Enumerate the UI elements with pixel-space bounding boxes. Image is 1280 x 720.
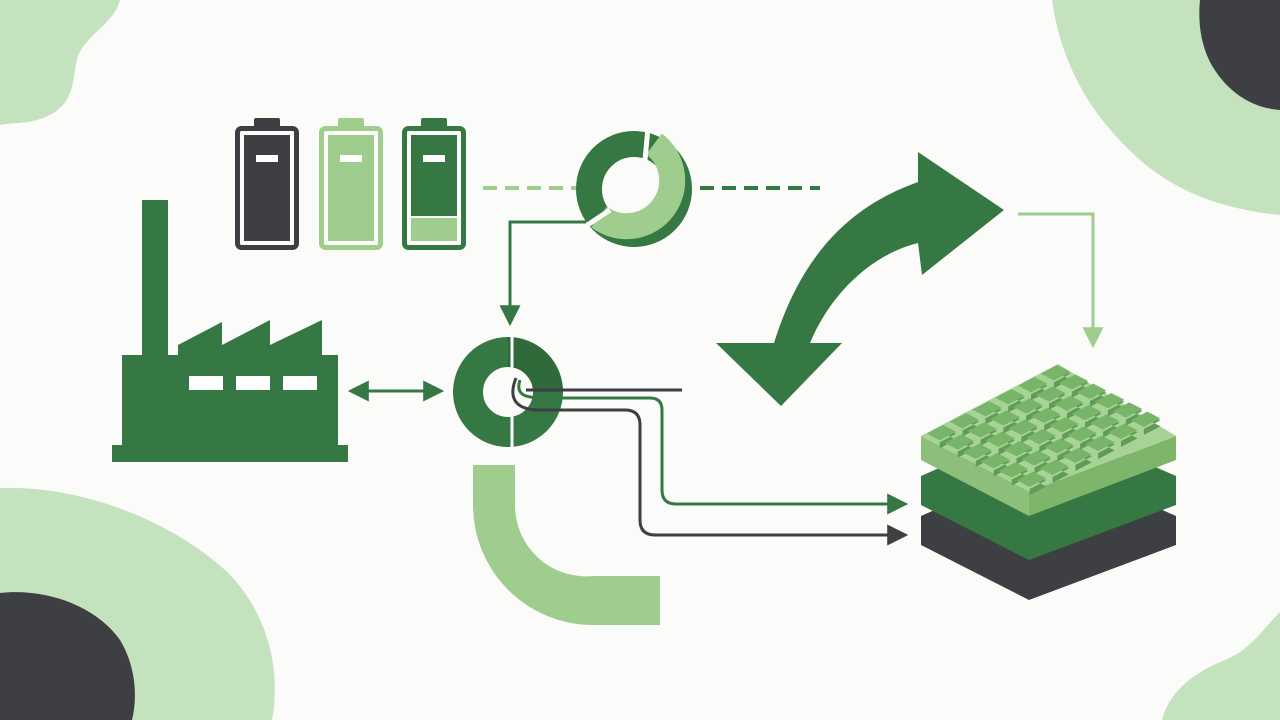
battery-low-icon — [402, 118, 466, 250]
connector-to-stack — [1018, 212, 1104, 349]
grid-cell — [1112, 402, 1143, 418]
hub-output-lines — [511, 377, 909, 546]
grid-cell — [985, 431, 1015, 448]
grid-cell — [972, 400, 1002, 417]
grid-cell — [1018, 376, 1048, 393]
grid-cell — [1076, 383, 1107, 400]
grid-cell — [1094, 392, 1125, 409]
grid-cell — [1054, 395, 1084, 412]
battery-full-icon — [319, 118, 383, 250]
grid-cell — [1062, 447, 1092, 464]
grid-cell — [995, 388, 1025, 405]
grid-cell — [1049, 416, 1079, 433]
layered-grid-stack-icon — [921, 364, 1176, 600]
grid-cell — [1039, 459, 1069, 476]
decorative-blob-bottom-left — [0, 487, 275, 720]
grid-cell — [1130, 411, 1161, 428]
grid-cell — [1044, 438, 1074, 454]
hub-ring-icon — [453, 337, 563, 447]
grid-cell — [1067, 426, 1097, 442]
grid-cell — [998, 462, 1029, 478]
grid-cell — [1040, 364, 1071, 381]
grid-cell — [962, 443, 993, 460]
grid-cell — [1108, 423, 1138, 440]
return-arc — [473, 465, 660, 625]
grid-cell — [1090, 414, 1120, 430]
grid-cell — [1021, 450, 1051, 466]
grid-cell — [1026, 428, 1056, 445]
grid-cell — [990, 410, 1020, 426]
grid-cell — [1031, 407, 1061, 424]
grid-cell — [1003, 440, 1033, 457]
decorative-blob-top-left — [0, 0, 120, 125]
grid-cell — [1036, 386, 1066, 402]
stack-grid-cells — [926, 364, 1161, 496]
grid-cell — [926, 424, 957, 441]
connector-cycle-to-hub — [499, 220, 586, 327]
decorative-blob-bottom-right — [1162, 612, 1280, 720]
grid-cell — [1013, 398, 1043, 414]
stack-layer-top — [921, 364, 1176, 516]
cycle-ring-icon — [576, 127, 692, 247]
battery-empty-icon — [235, 118, 299, 250]
grid-cell — [1072, 404, 1102, 421]
grid-cell — [1016, 471, 1047, 488]
grid-cell — [944, 434, 975, 450]
decorative-blob-top-right — [1052, 0, 1280, 215]
grid-cell — [949, 412, 979, 429]
grid-cell — [980, 452, 1011, 469]
factory-icon — [112, 200, 348, 462]
grid-cell — [1008, 419, 1038, 436]
grid-cell — [967, 422, 997, 438]
curved-double-arrow-icon — [716, 152, 1004, 406]
grid-cell — [1085, 435, 1115, 452]
battery-group — [235, 118, 466, 250]
grid-cell — [1058, 374, 1089, 390]
